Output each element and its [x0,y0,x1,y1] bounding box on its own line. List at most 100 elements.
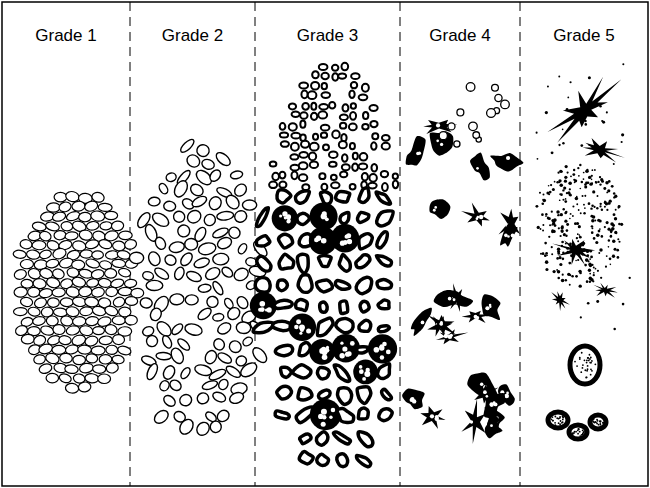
necrosis-dot [582,367,584,369]
scattered-cell [562,129,564,131]
gland [342,164,350,170]
scattered-cell [622,63,624,65]
comedo-nest [590,415,606,429]
gland [105,286,118,297]
gland [52,288,66,298]
gland [51,211,66,223]
scattered-cell [561,171,563,173]
gland [105,211,118,219]
scattered-cell [590,215,593,218]
gland [65,383,79,394]
scattered-cell [556,269,558,271]
tumor-sheet [593,283,618,298]
scattered-cell [586,169,588,171]
scattered-cell [539,192,541,194]
gland [291,133,300,139]
gland [77,345,91,355]
lumen [340,241,345,246]
gland [329,162,337,167]
gland [79,362,94,374]
gland [293,365,311,378]
scattered-cell [585,123,588,126]
gland [156,352,172,360]
gland [196,391,210,405]
cell-cluster [487,109,496,118]
lumen [434,206,437,209]
scattered-cell [590,255,593,258]
necrosis-dot [579,431,581,433]
gland [179,137,196,154]
scattered-cell [588,144,590,146]
necrosis-dot [582,433,584,435]
gland [321,92,330,98]
scattered-cell [565,198,567,200]
necrosis-dot [574,361,576,363]
gland [58,335,71,345]
necrosis-dot [589,362,591,364]
lumen [322,354,328,360]
scattered-cell [591,231,594,234]
gland [291,172,297,180]
scattered-cell [603,187,606,190]
gland [349,124,357,131]
scattered-cell [608,246,610,248]
lumen [489,306,491,308]
gland [299,162,308,169]
tumor-sheet [582,138,624,162]
gland [297,254,308,273]
gland [280,123,286,130]
fused-gland [484,392,506,419]
gland [33,354,46,365]
necrosis-dot [594,363,596,365]
lumen [507,235,510,238]
gland [65,325,80,337]
gland [371,142,376,149]
lumen [322,415,327,420]
scattered-cell [578,209,580,211]
gland [242,200,256,210]
scattered-cell [596,207,598,209]
gland [332,65,338,71]
gland [169,293,184,305]
necrosis-dot [560,420,562,422]
lumen [299,332,302,335]
gland [211,280,225,296]
scattered-cell [559,257,562,260]
lumen [504,234,508,238]
gland [359,320,371,331]
cribriform-gland [309,339,335,365]
scattered-cell [570,81,572,83]
scattered-cell [564,220,567,223]
gland [54,230,67,240]
scattered-cell [569,218,571,220]
scattered-cell [551,211,553,213]
gland [98,374,111,384]
fused-gland [485,416,503,438]
necrosis-dot [599,422,601,424]
gland [336,192,350,202]
scattered-cell [556,181,559,184]
cribriform-gland [288,313,316,341]
gland [111,220,124,231]
gland [232,266,250,283]
lumen [440,143,443,146]
gland [357,212,368,222]
gland [350,112,356,120]
gland [362,84,369,92]
gland [32,241,46,250]
scattered-cell [563,187,566,190]
scattered-cell [601,208,603,210]
necrosis-dot [581,352,583,354]
gland [289,123,297,130]
gland [20,296,34,307]
scattered-cell [550,184,552,186]
gland [185,208,203,225]
necrosis-dot [579,358,581,360]
necrosis-dot [585,377,587,379]
scattered-cell [576,253,578,255]
scattered-cell [542,252,545,255]
gland [129,252,144,264]
lumen [316,238,320,242]
